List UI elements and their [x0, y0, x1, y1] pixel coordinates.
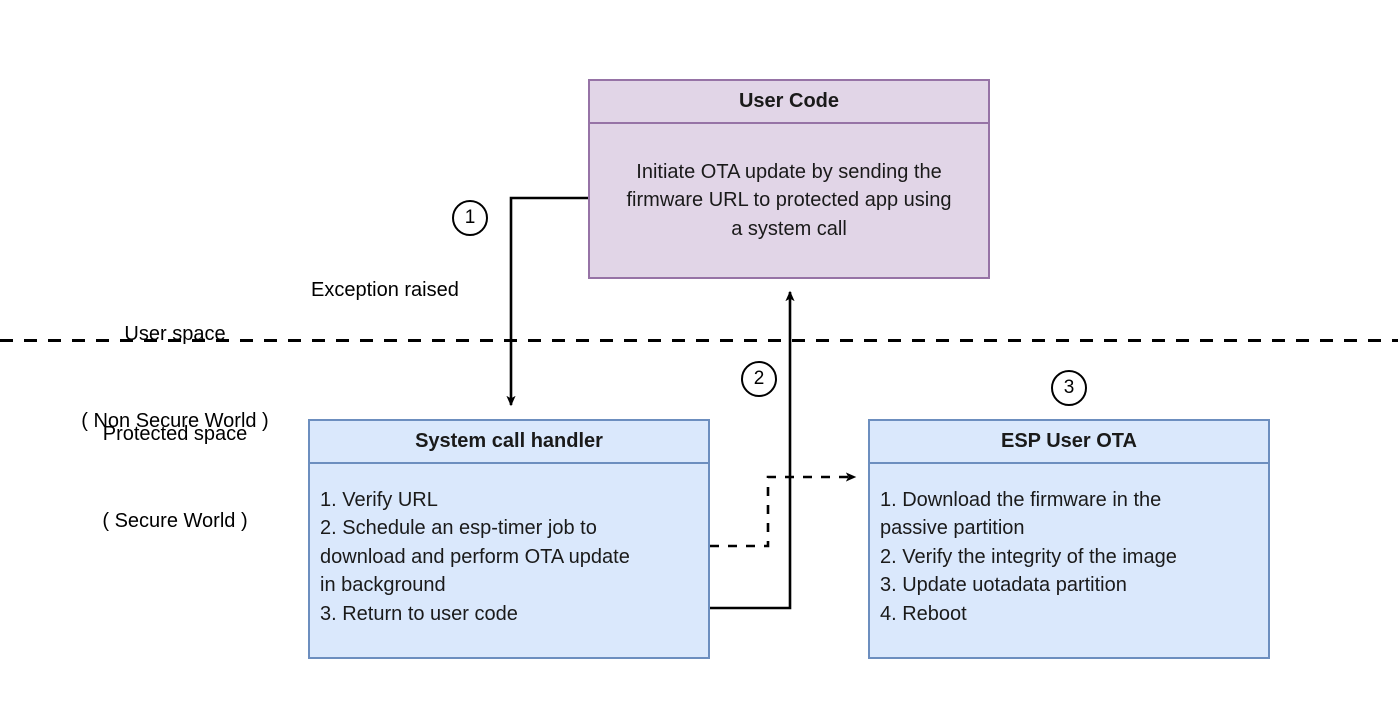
text-line: 2. Verify the integrity of the image — [880, 545, 1177, 568]
edge-label-exception-raised: Exception raised — [311, 279, 459, 301]
zone-label-protected-space-line1: Protected space — [102, 423, 248, 445]
text-line: download and perform OTA update — [320, 545, 630, 568]
node-esp-user-ota: ESP User OTA 1. Download the firmware in… — [868, 419, 1270, 659]
node-user-code: User Code Initiate OTA update by sending… — [588, 79, 990, 279]
text-line: 3. Return to user code — [320, 602, 518, 625]
node-esp-user-ota-body: 1. Download the firmware in the passive p… — [870, 464, 1268, 657]
zone-label-protected-space-line2: ( Secure World ) — [102, 510, 248, 532]
zone-label-user-space-line1: User space — [124, 323, 226, 345]
step-badge-1-number: 1 — [464, 207, 476, 228]
node-system-call-handler-title: System call handler — [310, 421, 708, 464]
text-line: firmware URL to protected app using — [626, 189, 952, 212]
text-line: 1. Verify URL — [320, 489, 438, 511]
step-badge-2-number: 2 — [753, 368, 765, 389]
node-system-call-handler: System call handler 1. Verify URL 2. Sche… — [308, 419, 710, 659]
node-user-code-title: User Code — [590, 81, 988, 124]
zone-label-protected-space: Protected space ( Secure World ) — [40, 362, 310, 594]
text-line: 2. Schedule an esp-timer job to — [320, 517, 597, 540]
text-line: a system call — [731, 217, 847, 240]
text-line: 3. Update uotadata partition — [880, 574, 1127, 597]
text-line: Initiate OTA update by sending the — [636, 160, 942, 183]
text-line: passive partition — [880, 517, 1025, 540]
text-line: 4. Reboot — [880, 602, 967, 625]
step-badge-2: 2 — [741, 361, 777, 397]
step-badge-3-number: 3 — [1063, 377, 1075, 398]
node-system-call-handler-body: 1. Verify URL 2. Schedule an esp-timer jo… — [310, 464, 708, 657]
text-line: 1. Download the firmware in the — [880, 489, 1162, 511]
edge-exception-raised — [506, 196, 588, 407]
zone-label-user-space-line2: ( Non Secure World ) — [81, 410, 269, 432]
edge-return-to-user-code — [710, 290, 795, 610]
edge-schedule-ota-job — [710, 472, 857, 548]
zone-label-user-space: User space ( Non Secure World ) — [40, 262, 310, 494]
text-line: in background — [320, 574, 446, 597]
step-badge-1: 1 — [452, 200, 488, 236]
node-user-code-body: Initiate OTA update by sending the firmwa… — [590, 124, 988, 277]
node-esp-user-ota-title: ESP User OTA — [870, 421, 1268, 464]
step-badge-3: 3 — [1051, 370, 1087, 406]
